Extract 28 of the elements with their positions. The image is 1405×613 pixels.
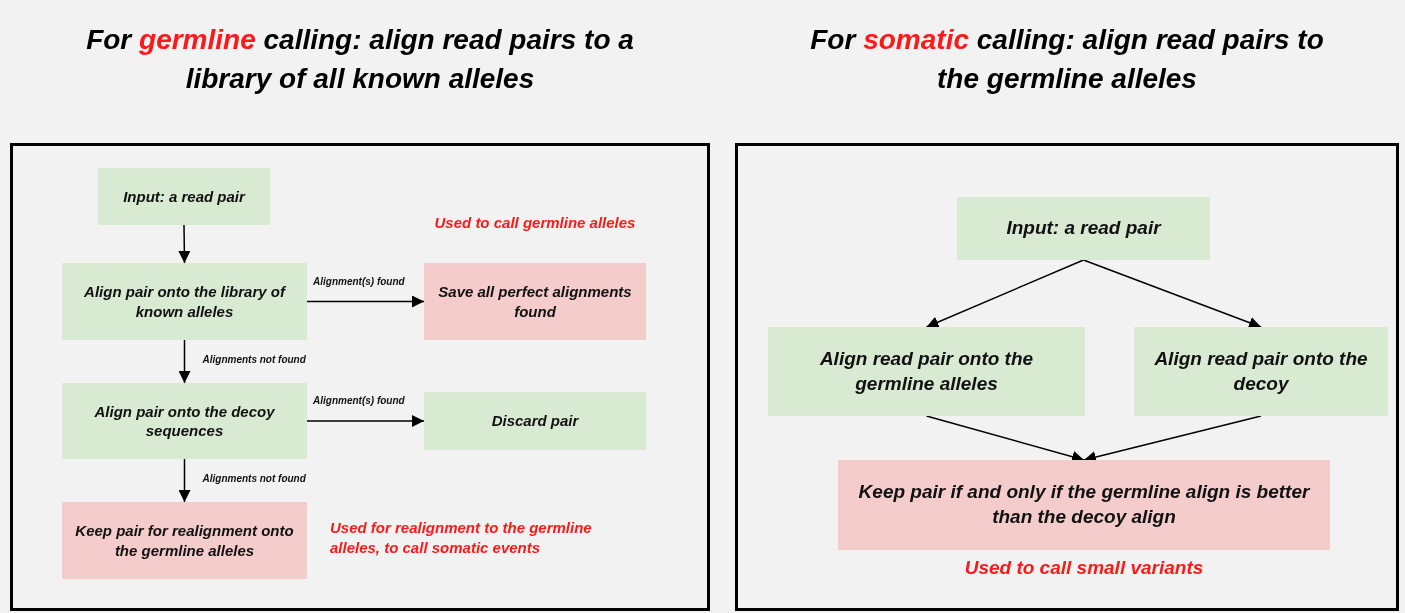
process-box: Align pair onto the library of known alleles: [62, 263, 307, 340]
note-text: Used to call small variants: [963, 556, 1205, 580]
arrow: [178, 458, 191, 503]
process-box: Input: a read pair: [98, 168, 270, 225]
arrow: [178, 224, 191, 264]
edge-label: Alignments not found: [202, 354, 306, 365]
process-box: Align read pair onto the germline alleles: [768, 327, 1085, 416]
process-box: Keep pair for realignment onto the germline alleles: [62, 502, 307, 579]
note-text: Used to call germline alleles: [433, 213, 637, 233]
panel-heading: For somatic calling: align read pairs to the germline alleles: [809, 23, 1325, 96]
edge-label: Alignment(s) found: [313, 395, 405, 406]
process-box: Discard pair: [424, 392, 646, 450]
note-text: Used for realignment to the germline alleles, to call somatic events: [330, 518, 593, 557]
edge-label: Alignments not found: [202, 473, 306, 484]
panel-heading: For germline calling: align read pairs to a library of all known alleles: [85, 23, 635, 96]
arrow: [1082, 259, 1262, 329]
arrow: [1083, 415, 1262, 463]
process-box: Align read pair onto the decoy: [1134, 327, 1388, 416]
process-box: Keep pair if and only if the germline align is better than the decoy align: [838, 460, 1330, 550]
process-box: Input: a read pair: [957, 197, 1210, 260]
arrow: [925, 415, 1085, 463]
arrow: [306, 415, 425, 427]
process-box: Save all perfect alignments found: [424, 263, 646, 340]
arrow: [178, 339, 191, 384]
edge-label: Alignment(s) found: [313, 275, 405, 287]
process-box: Align pair onto the decoy sequences: [62, 383, 307, 459]
arrow: [306, 295, 425, 308]
arrow: [925, 259, 1085, 328]
